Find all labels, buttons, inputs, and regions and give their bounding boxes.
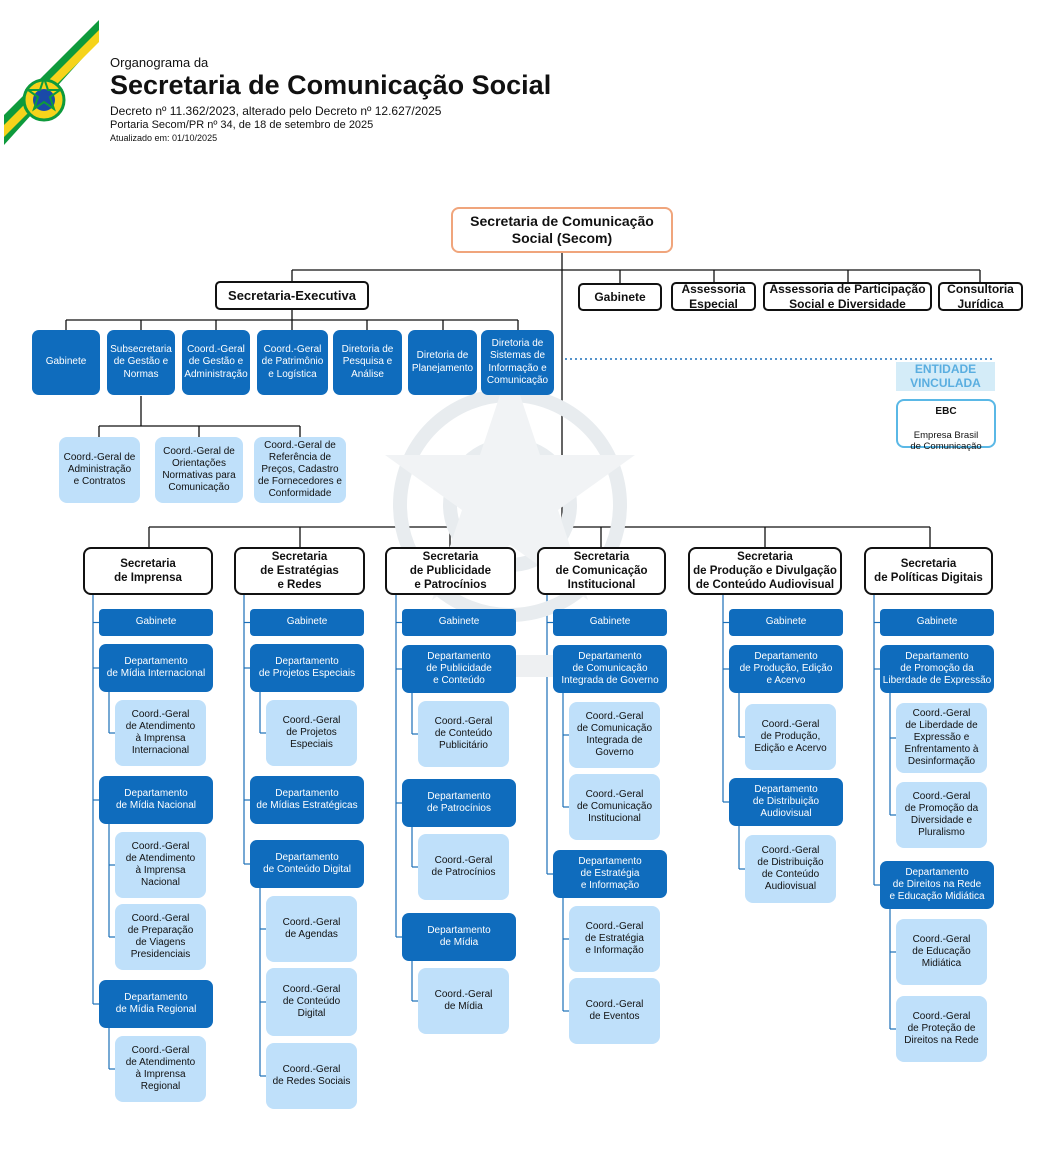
coordination-node[interactable]: Coord.-Geral de Mídia	[418, 968, 509, 1034]
secretariat-node[interactable]: Secretaria de Imprensa	[83, 547, 213, 595]
department-node[interactable]: Departamento de Produção, Edição e Acerv…	[729, 645, 843, 693]
decree-line: Decreto nº 11.362/2023, alterado pelo De…	[110, 104, 442, 118]
department-node[interactable]: Departamento de Mídia Internacional	[99, 644, 213, 692]
exec-unit-node[interactable]: Coord.-Geral de Gestão e Administração	[182, 330, 250, 395]
coordination-node[interactable]: Coord.-Geral de Promoção da Diversidade …	[896, 782, 987, 848]
secretariat-gabinete-node[interactable]: Gabinete	[880, 609, 994, 636]
exec-unit-node[interactable]: Diretoria de Pesquisa e Análise	[333, 330, 402, 395]
coordination-node[interactable]: Coord.-Geral de Preparação de Viagens Pr…	[115, 904, 206, 970]
coordination-node[interactable]: Coord.-Geral de Proteção de Direitos na …	[896, 996, 987, 1062]
secretariat-node[interactable]: Secretaria de Políticas Digitais	[864, 547, 993, 595]
department-node[interactable]: Departamento de Projetos Especiais	[250, 644, 364, 692]
department-node[interactable]: Departamento de Mídia	[402, 913, 516, 961]
subsecretariat-unit-node[interactable]: Coord.-Geral de Referência de Preços, Ca…	[254, 437, 346, 503]
coat-of-arms-logo	[4, 20, 99, 145]
secretariat-gabinete-node[interactable]: Gabinete	[99, 609, 213, 636]
coordination-node[interactable]: Coord.-Geral de Patrocínios	[418, 834, 509, 900]
coordination-node[interactable]: Coord.-Geral de Projetos Especiais	[266, 700, 357, 766]
coordination-node[interactable]: Coord.-Geral de Eventos	[569, 978, 660, 1044]
exec-unit-node[interactable]: Diretoria de Sistemas de Informação e Co…	[481, 330, 554, 395]
department-node[interactable]: Departamento de Mídia Regional	[99, 980, 213, 1028]
department-node[interactable]: Departamento de Comunicação Integrada de…	[553, 645, 667, 693]
coordination-node[interactable]: Coord.-Geral de Estratégia e Informação	[569, 906, 660, 972]
secretariat-gabinete-node[interactable]: Gabinete	[729, 609, 843, 636]
ebc-full-name: Empresa Brasil de Comunicação	[910, 429, 982, 453]
department-node[interactable]: Departamento de Patrocínios	[402, 779, 516, 827]
coordination-node[interactable]: Coord.-Geral de Comunicação Integrada de…	[569, 702, 660, 768]
department-node[interactable]: Departamento de Estratégia e Informação	[553, 850, 667, 898]
assessoria-especial-node[interactable]: Assessoria Especial	[671, 282, 756, 311]
exec-unit-node[interactable]: Diretoria de Planejamento	[408, 330, 477, 395]
consultoria-juridica-node[interactable]: Consultoria Jurídica	[938, 282, 1023, 311]
secretariat-node[interactable]: Secretaria de Produção e Divulgação de C…	[688, 547, 842, 595]
secretariat-gabinete-node[interactable]: Gabinete	[402, 609, 516, 636]
linked-entity-label: ENTIDADE VINCULADA	[896, 362, 995, 391]
coordination-node[interactable]: Coord.-Geral de Produção, Edição e Acerv…	[745, 704, 836, 770]
coordination-node[interactable]: Coord.-Geral de Conteúdo Publicitário	[418, 701, 509, 767]
coordination-node[interactable]: Coord.-Geral de Agendas	[266, 896, 357, 962]
exec-unit-node[interactable]: Coord.-Geral de Patrimônio e Logística	[257, 330, 328, 395]
gabinete-secom-node[interactable]: Gabinete	[578, 283, 662, 311]
department-node[interactable]: Departamento de Promoção da Liberdade de…	[880, 645, 994, 693]
coordination-node[interactable]: Coord.-Geral de Atendimento à Imprensa R…	[115, 1036, 206, 1102]
coordination-node[interactable]: Coord.-Geral de Liberdade de Expressão e…	[896, 703, 987, 773]
header-pretitle: Organograma da	[110, 55, 209, 70]
secretariat-gabinete-node[interactable]: Gabinete	[250, 609, 364, 636]
ebc-node[interactable]: EBC Empresa Brasil de Comunicação	[896, 399, 996, 452]
department-node[interactable]: Departamento de Mídia Nacional	[99, 776, 213, 824]
department-node[interactable]: Departamento de Mídias Estratégicas	[250, 776, 364, 824]
department-node[interactable]: Departamento de Conteúdo Digital	[250, 840, 364, 888]
secretariat-node[interactable]: Secretaria de Estratégias e Redes	[234, 547, 365, 595]
subsecretariat-unit-node[interactable]: Coord.-Geral de Administração e Contrato…	[59, 437, 140, 503]
subsecretariat-unit-node[interactable]: Coord.-Geral de Orientações Normativas p…	[155, 437, 243, 503]
ordinance-line: Portaria Secom/PR nº 34, de 18 de setemb…	[110, 119, 374, 131]
department-node[interactable]: Departamento de Publicidade e Conteúdo	[402, 645, 516, 693]
coordination-node[interactable]: Coord.-Geral de Atendimento à Imprensa I…	[115, 700, 206, 766]
department-node[interactable]: Departamento de Direitos na Rede e Educa…	[880, 861, 994, 909]
secretariat-gabinete-node[interactable]: Gabinete	[553, 609, 667, 636]
coordination-node[interactable]: Coord.-Geral de Educação Midiática	[896, 919, 987, 985]
assessoria-participacao-node[interactable]: Assessoria de Participação Social e Dive…	[763, 282, 932, 311]
secretariat-node[interactable]: Secretaria de Publicidade e Patrocínios	[385, 547, 516, 595]
coordination-node[interactable]: Coord.-Geral de Conteúdo Digital	[266, 968, 357, 1036]
coordination-node[interactable]: Coord.-Geral de Atendimento à Imprensa N…	[115, 832, 206, 898]
coordination-node[interactable]: Coord.-Geral de Comunicação Instituciona…	[569, 774, 660, 840]
coordination-node[interactable]: Coord.-Geral de Distribuição de Conteúdo…	[745, 835, 836, 903]
department-node[interactable]: Departamento de Distribuição Audiovisual	[729, 778, 843, 826]
secom-root-node[interactable]: Secretaria de Comunicação Social (Secom)	[451, 207, 673, 253]
page-title: Secretaria de Comunicação Social	[110, 70, 552, 100]
coordination-node[interactable]: Coord.-Geral de Redes Sociais	[266, 1043, 357, 1109]
ebc-acronym: EBC	[935, 405, 957, 417]
exec-unit-node[interactable]: Subsecretaria de Gestão e Normas	[107, 330, 175, 395]
secretaria-executiva-node[interactable]: Secretaria-Executiva	[215, 281, 369, 310]
exec-unit-node[interactable]: Gabinete	[32, 330, 100, 395]
updated-date: Atualizado em: 01/10/2025	[110, 133, 218, 143]
secretariat-node[interactable]: Secretaria de Comunicação Institucional	[537, 547, 666, 595]
